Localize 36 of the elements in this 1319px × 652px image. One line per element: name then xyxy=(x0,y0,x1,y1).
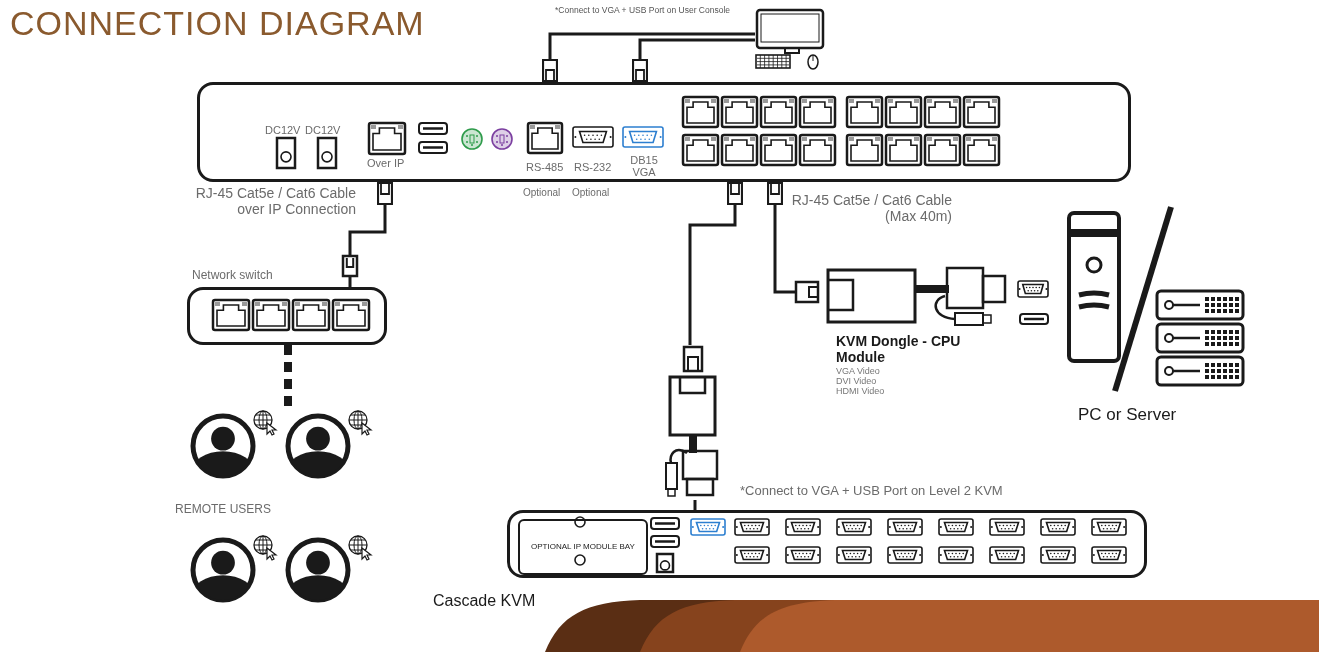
user-silhouette-icon xyxy=(285,413,351,479)
diagram-title: CONNECTION DIAGRAM xyxy=(10,4,425,43)
port-label: Optional xyxy=(523,188,562,199)
cascade-dongle-drawing xyxy=(665,345,720,500)
note: *Connect to VGA + USB Port on Level 2 KVM xyxy=(740,484,1004,498)
user-silhouette-icon xyxy=(285,537,351,603)
user-silhouette-icon xyxy=(190,413,256,479)
model-note: HDMI Video xyxy=(836,386,886,397)
model-note: DVI Video xyxy=(836,376,878,387)
device-caption: Cascade KVM xyxy=(433,592,537,610)
cable xyxy=(693,500,697,510)
port-label: RS-485 xyxy=(526,162,565,174)
kvm-switch-back-panel xyxy=(197,82,1131,182)
cascade-kvm-back-panel xyxy=(507,510,1147,578)
group-label: REMOTE USERS xyxy=(175,503,272,516)
port-label: Optional xyxy=(572,188,611,199)
port-label: DC12V xyxy=(305,125,342,137)
cable xyxy=(541,32,755,83)
device-label: Network switch xyxy=(192,268,273,282)
pc-and-server-drawing xyxy=(1065,205,1247,395)
bay-label: OPTIONAL IP MODULE BAY xyxy=(530,542,636,551)
note: *Connect to VGA + USB Port on User Console xyxy=(555,6,732,15)
module-bay-panel xyxy=(518,519,648,575)
cable xyxy=(766,181,795,294)
model-note: VGA Video xyxy=(836,366,881,377)
cable xyxy=(348,181,394,287)
port-label: Over IP xyxy=(367,158,406,170)
device-caption: PC or Server xyxy=(1078,405,1178,425)
device-caption: KVM Dongle - CPU Module xyxy=(836,334,962,366)
user-silhouette-icon xyxy=(190,537,256,603)
cable xyxy=(688,181,744,345)
cable xyxy=(631,38,755,83)
port-label: RS-232 xyxy=(574,162,613,174)
port-label: DC12V xyxy=(265,125,302,137)
port-label: DB15 VGA xyxy=(629,155,659,179)
computer-console-drawing xyxy=(755,8,827,70)
